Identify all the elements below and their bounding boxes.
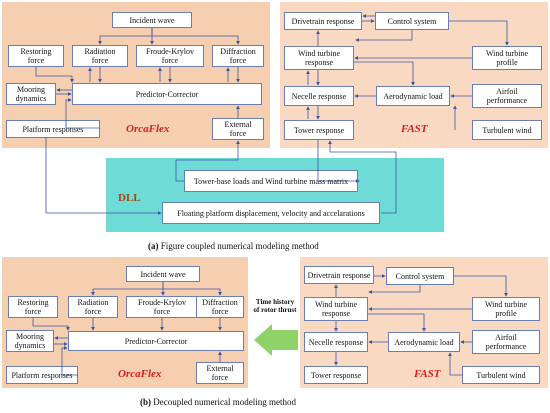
- restoring-to-pc-b: [32, 318, 70, 331]
- control-to-wt-profile: [449, 20, 509, 46]
- wt-response-to-aero: [354, 61, 415, 86]
- diffraction-force-box-b: Diffraction force: [196, 296, 244, 318]
- mooring-dynamics-box-b: Mooring dynamics: [6, 330, 54, 352]
- control-system-box: Control system: [375, 12, 449, 30]
- diffraction-force-box: Diffraction force: [212, 45, 264, 67]
- tower-base-to-external: [175, 140, 240, 182]
- caption-b: (b) Decoupled numerical modeling method: [140, 397, 296, 407]
- floating-platform-box: Floating platform displacement, velocity…: [162, 202, 380, 224]
- caption-b-letter: (b): [140, 397, 151, 407]
- control-to-wt-response: [355, 30, 413, 42]
- wind-turbine-response-box: Wind turbine response: [284, 46, 354, 70]
- radiation-force-box-b: Radiation force: [68, 296, 118, 318]
- floating-to-tower: [328, 140, 397, 214]
- nacelle-response-box: Necelle response: [284, 86, 354, 106]
- rotor-thrust-label: Time history of rotor thrust: [253, 298, 297, 314]
- platform-to-pc: [65, 98, 100, 129]
- wave-to-radiation-b: [91, 282, 164, 296]
- radiation-force-box: Radiation force: [72, 45, 128, 67]
- turbulent-to-aero-b: [448, 352, 462, 376]
- tower-response-box: Tower response: [284, 120, 354, 140]
- drivetrain-response-box: Drivetrain response: [284, 12, 362, 30]
- wave-to-diffraction: [152, 35, 240, 45]
- aerodynamic-load-box-b: Aerodynamic load: [388, 332, 460, 352]
- turbulent-wind-box-b: Turbulent wind: [462, 366, 540, 384]
- caption-a-letter: (a): [148, 241, 159, 251]
- wt-response-to-aero-b: [368, 313, 426, 332]
- fast-label: FAST: [401, 123, 428, 135]
- wind-turbine-response-box-b: Wind turbine response: [304, 297, 368, 321]
- froude-krylov-force-box-b: Froude-Krylov force: [126, 296, 198, 318]
- rotor-thrust-arrow: [254, 324, 298, 356]
- tower-response-box-b: Tower response: [304, 366, 368, 384]
- control-to-wt-response-b: [368, 285, 421, 294]
- wave-to-diffraction-b: [163, 288, 222, 296]
- external-force-box-b: External force: [196, 362, 244, 384]
- wave-to-radiation: [98, 28, 153, 45]
- control-to-wt-profile-b: [454, 275, 508, 297]
- fast-label-b: FAST: [414, 368, 441, 380]
- incident-wave-box-b: Incident wave: [126, 266, 200, 282]
- aerodynamic-load-box: Aerodynamic load: [376, 86, 450, 106]
- wind-turbine-profile-box: Wind turbine profile: [472, 46, 542, 70]
- wind-turbine-profile-box-b: Wind turbine profile: [472, 297, 540, 321]
- caption-b-text: Decoupled numerical modeling method: [151, 397, 296, 407]
- orcaflex-label-b: OrcaFlex: [118, 368, 162, 380]
- restoring-force-box: Restoring force: [8, 45, 64, 67]
- platform-to-pc-b: [61, 346, 78, 376]
- predictor-corrector-box: Predictor-Corrector: [72, 83, 262, 105]
- caption-a: (a) Figure coupled numerical modeling me…: [148, 241, 319, 251]
- drivetrain-response-box-b: Drivetrain response: [304, 266, 374, 284]
- airfoil-performance-box-b: Airfoil performance: [472, 330, 540, 354]
- restoring-to-pc: [35, 67, 74, 83]
- platform-responses-box-b: Platform responses: [6, 366, 78, 384]
- tower-to-tower-base: [317, 140, 360, 183]
- predictor-corrector-box-b: Predictor-Corrector: [68, 331, 244, 351]
- tower-base-loads-box: Tower-base loads and Wind turbine mass m…: [184, 170, 358, 192]
- nacelle-response-box-b: Necelle response: [304, 332, 368, 352]
- incident-wave-box: Incident wave: [112, 12, 192, 28]
- airfoil-performance-box: Airfoil performance: [472, 84, 542, 108]
- turbulent-wind-box: Turbulent wind: [472, 120, 542, 140]
- mooring-dynamics-box: Mooring dynamics: [6, 83, 56, 105]
- external-force-box: External force: [212, 118, 264, 140]
- platform-responses-box: Platform responses: [6, 120, 100, 138]
- dll-label: DLL: [118, 192, 141, 204]
- froude-krylov-force-box: Froude-Krylov force: [136, 45, 204, 67]
- caption-a-text: Figure coupled numerical modeling method: [158, 241, 319, 251]
- restoring-force-box-b: Restoring force: [8, 296, 58, 318]
- control-system-box-b: Control system: [386, 267, 454, 285]
- platform-to-floating: [45, 138, 162, 215]
- orcaflex-label: OrcaFlex: [126, 123, 170, 135]
